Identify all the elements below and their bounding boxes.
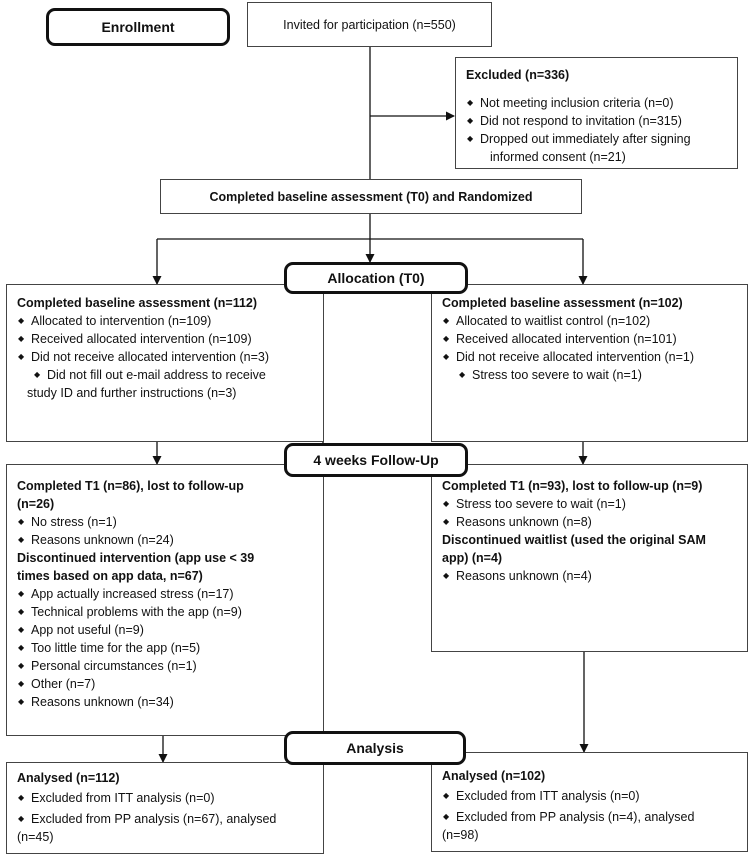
- excluded-item-continuation: informed consent (n=21): [490, 150, 626, 164]
- allocation-left-item: Received allocated intervention (n=109): [17, 330, 313, 348]
- followup-left-title: Completed T1 (n=86), lost to follow-up: [17, 479, 244, 493]
- followup-left-discontinued-item: Reasons unknown (n=34): [17, 693, 313, 711]
- followup-left-discontinued-item: App not useful (n=9): [17, 621, 313, 639]
- allocation-left-subitem: Did not fill out e-mail address to recei…: [17, 366, 313, 384]
- stage-followup-label: 4 weeks Follow-Up: [313, 452, 439, 468]
- excluded-box: Excluded (n=336) Not meeting inclusion c…: [455, 57, 738, 169]
- allocation-right-title: Completed baseline assessment (n=102): [442, 296, 683, 310]
- followup-left-discontinued-item: Too little time for the app (n=5): [17, 639, 313, 657]
- followup-right-discontinued-item: Reasons unknown (n=4): [442, 567, 737, 585]
- allocation-right-item: Did not receive allocated intervention (…: [442, 348, 737, 366]
- analysis-left-item: Excluded from PP analysis (n=67), analys…: [17, 810, 313, 828]
- allocation-right-item: Received allocated intervention (n=101): [442, 330, 737, 348]
- followup-left-discontinued-item: Personal circumstances (n=1): [17, 657, 313, 675]
- allocation-left-box: Completed baseline assessment (n=112) Al…: [6, 284, 324, 442]
- allocation-left-item: Allocated to intervention (n=109): [17, 312, 313, 330]
- followup-left-item: No stress (n=1): [17, 513, 313, 531]
- stage-analysis-label: Analysis: [346, 740, 404, 756]
- stage-followup: 4 weeks Follow-Up: [284, 443, 468, 477]
- allocation-left-item: Did not receive allocated intervention (…: [17, 348, 313, 366]
- excluded-title: Excluded (n=336): [466, 68, 570, 82]
- followup-left-item: Reasons unknown (n=24): [17, 531, 313, 549]
- stage-enrollment-label: Enrollment: [101, 19, 175, 35]
- allocation-left-subitem-continuation: study ID and further instructions (n=3): [27, 386, 237, 400]
- stage-allocation-label: Allocation (T0): [327, 270, 425, 286]
- followup-left-discontinued-item: App actually increased stress (n=17): [17, 585, 313, 603]
- allocation-left-title: Completed baseline assessment (n=112): [17, 296, 258, 310]
- followup-right-box: Completed T1 (n=93), lost to follow-up (…: [431, 464, 748, 652]
- analysis-right-continuation: (n=98): [442, 828, 479, 842]
- baseline-randomized-box: Completed baseline assessment (T0) and R…: [160, 179, 582, 214]
- analysis-left-box: Analysed (n=112) Excluded from ITT analy…: [6, 762, 324, 854]
- followup-right-title: Completed T1 (n=93), lost to follow-up (…: [442, 479, 703, 493]
- followup-left-discontinued-title: Discontinued intervention (app use < 39: [17, 551, 255, 565]
- stage-analysis: Analysis: [284, 731, 466, 765]
- excluded-item: Not meeting inclusion criteria (n=0): [466, 94, 727, 112]
- invited-text: Invited for participation (n=550): [283, 17, 456, 32]
- analysis-left-item: Excluded from ITT analysis (n=0): [17, 789, 313, 807]
- analysis-left-continuation: (n=45): [17, 830, 54, 844]
- analysis-right-title: Analysed (n=102): [442, 769, 546, 783]
- excluded-item: Did not respond to invitation (n=315): [466, 112, 727, 130]
- followup-right-discontinued-title: Discontinued waitlist (used the original…: [442, 533, 706, 547]
- followup-left-title-continuation: (n=26): [17, 497, 55, 511]
- followup-right-discontinued-title-continuation: app) (n=4): [442, 551, 503, 565]
- stage-allocation: Allocation (T0): [284, 262, 468, 294]
- followup-right-item: Reasons unknown (n=8): [442, 513, 737, 531]
- analysis-right-item: Excluded from ITT analysis (n=0): [442, 787, 737, 805]
- analysis-right-box: Analysed (n=102) Excluded from ITT analy…: [431, 752, 748, 852]
- invited-box: Invited for participation (n=550): [247, 2, 492, 47]
- allocation-right-subitem: Stress too severe to wait (n=1): [442, 366, 737, 384]
- followup-right-item: Stress too severe to wait (n=1): [442, 495, 737, 513]
- followup-left-discontinued-item: Technical problems with the app (n=9): [17, 603, 313, 621]
- followup-left-discontinued-title-continuation: times based on app data, n=67): [17, 569, 203, 583]
- analysis-left-title: Analysed (n=112): [17, 771, 120, 785]
- excluded-item: Dropped out immediately after signing: [466, 130, 727, 148]
- followup-left-box: Completed T1 (n=86), lost to follow-up (…: [6, 464, 324, 736]
- allocation-right-item: Allocated to waitlist control (n=102): [442, 312, 737, 330]
- followup-left-discontinued-item: Other (n=7): [17, 675, 313, 693]
- analysis-right-item: Excluded from PP analysis (n=4), analyse…: [442, 808, 737, 826]
- baseline-randomized-text: Completed baseline assessment (T0) and R…: [209, 189, 533, 204]
- stage-enrollment: Enrollment: [46, 8, 230, 46]
- allocation-right-box: Completed baseline assessment (n=102) Al…: [431, 284, 748, 442]
